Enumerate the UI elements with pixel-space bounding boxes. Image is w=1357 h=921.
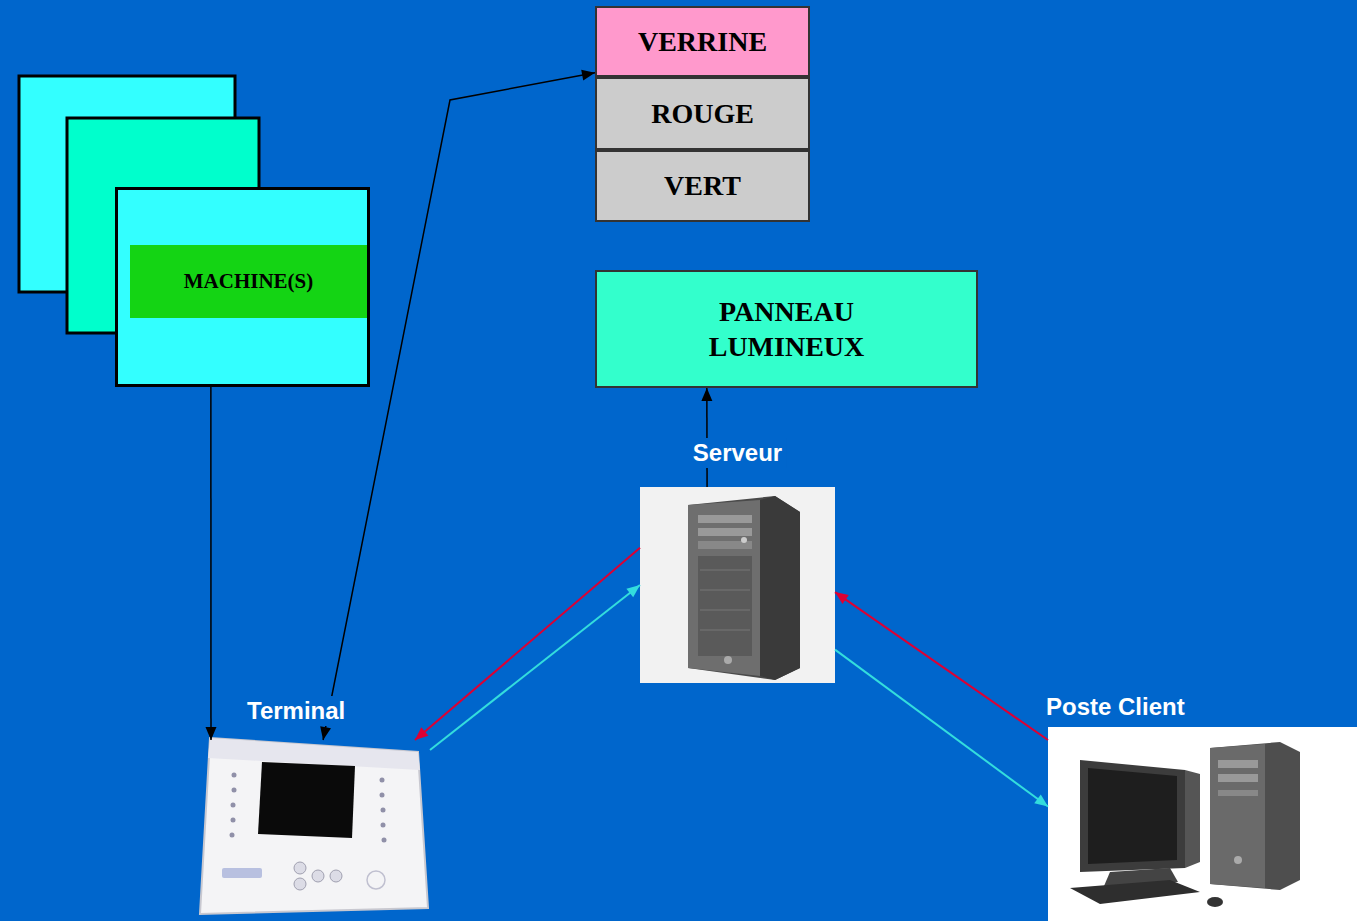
arrowhead <box>835 592 849 604</box>
node-label: Serveur <box>689 438 786 468</box>
arrowhead <box>581 70 595 81</box>
lamp-cell: VERRINE <box>595 6 810 77</box>
connector <box>430 585 640 750</box>
connector <box>320 70 595 740</box>
arrowhead <box>415 727 428 740</box>
connector-line <box>415 548 640 740</box>
connector <box>415 548 640 740</box>
arrowhead <box>1034 794 1048 806</box>
connector-line <box>835 650 1048 807</box>
connector-line <box>323 73 595 740</box>
machine-box: MACHINE(S) <box>115 187 370 387</box>
terminal-node: Terminal <box>195 740 430 918</box>
workstation-picture <box>1048 727 1357 921</box>
terminal-picture <box>200 738 428 914</box>
client-node: Poste Client <box>1048 727 1357 921</box>
node-label: Poste Client <box>1042 692 1189 722</box>
arrowhead <box>205 727 216 740</box>
node-label: MACHINE(S) <box>130 245 367 318</box>
display-panel: PANNEAU LUMINEUX <box>595 270 978 388</box>
lamp-cell: VERT <box>595 150 810 222</box>
connector <box>835 650 1048 807</box>
server-picture <box>640 487 835 683</box>
node-label: VERT <box>664 170 741 202</box>
node-label: VERRINE <box>638 26 767 58</box>
arrowhead <box>701 388 712 401</box>
node-label: ROUGE <box>651 98 754 130</box>
connector-line <box>835 592 1048 740</box>
arrowhead <box>320 726 331 740</box>
lamp-cell: ROUGE <box>595 77 810 150</box>
arrowhead <box>626 585 640 597</box>
server-node: Serveur <box>640 487 835 683</box>
connector <box>835 592 1048 740</box>
node-label: Terminal <box>243 696 349 726</box>
node-label: PANNEAU LUMINEUX <box>667 294 907 364</box>
connector-line <box>430 585 640 750</box>
connector <box>205 387 216 740</box>
connector-line <box>210 387 212 740</box>
